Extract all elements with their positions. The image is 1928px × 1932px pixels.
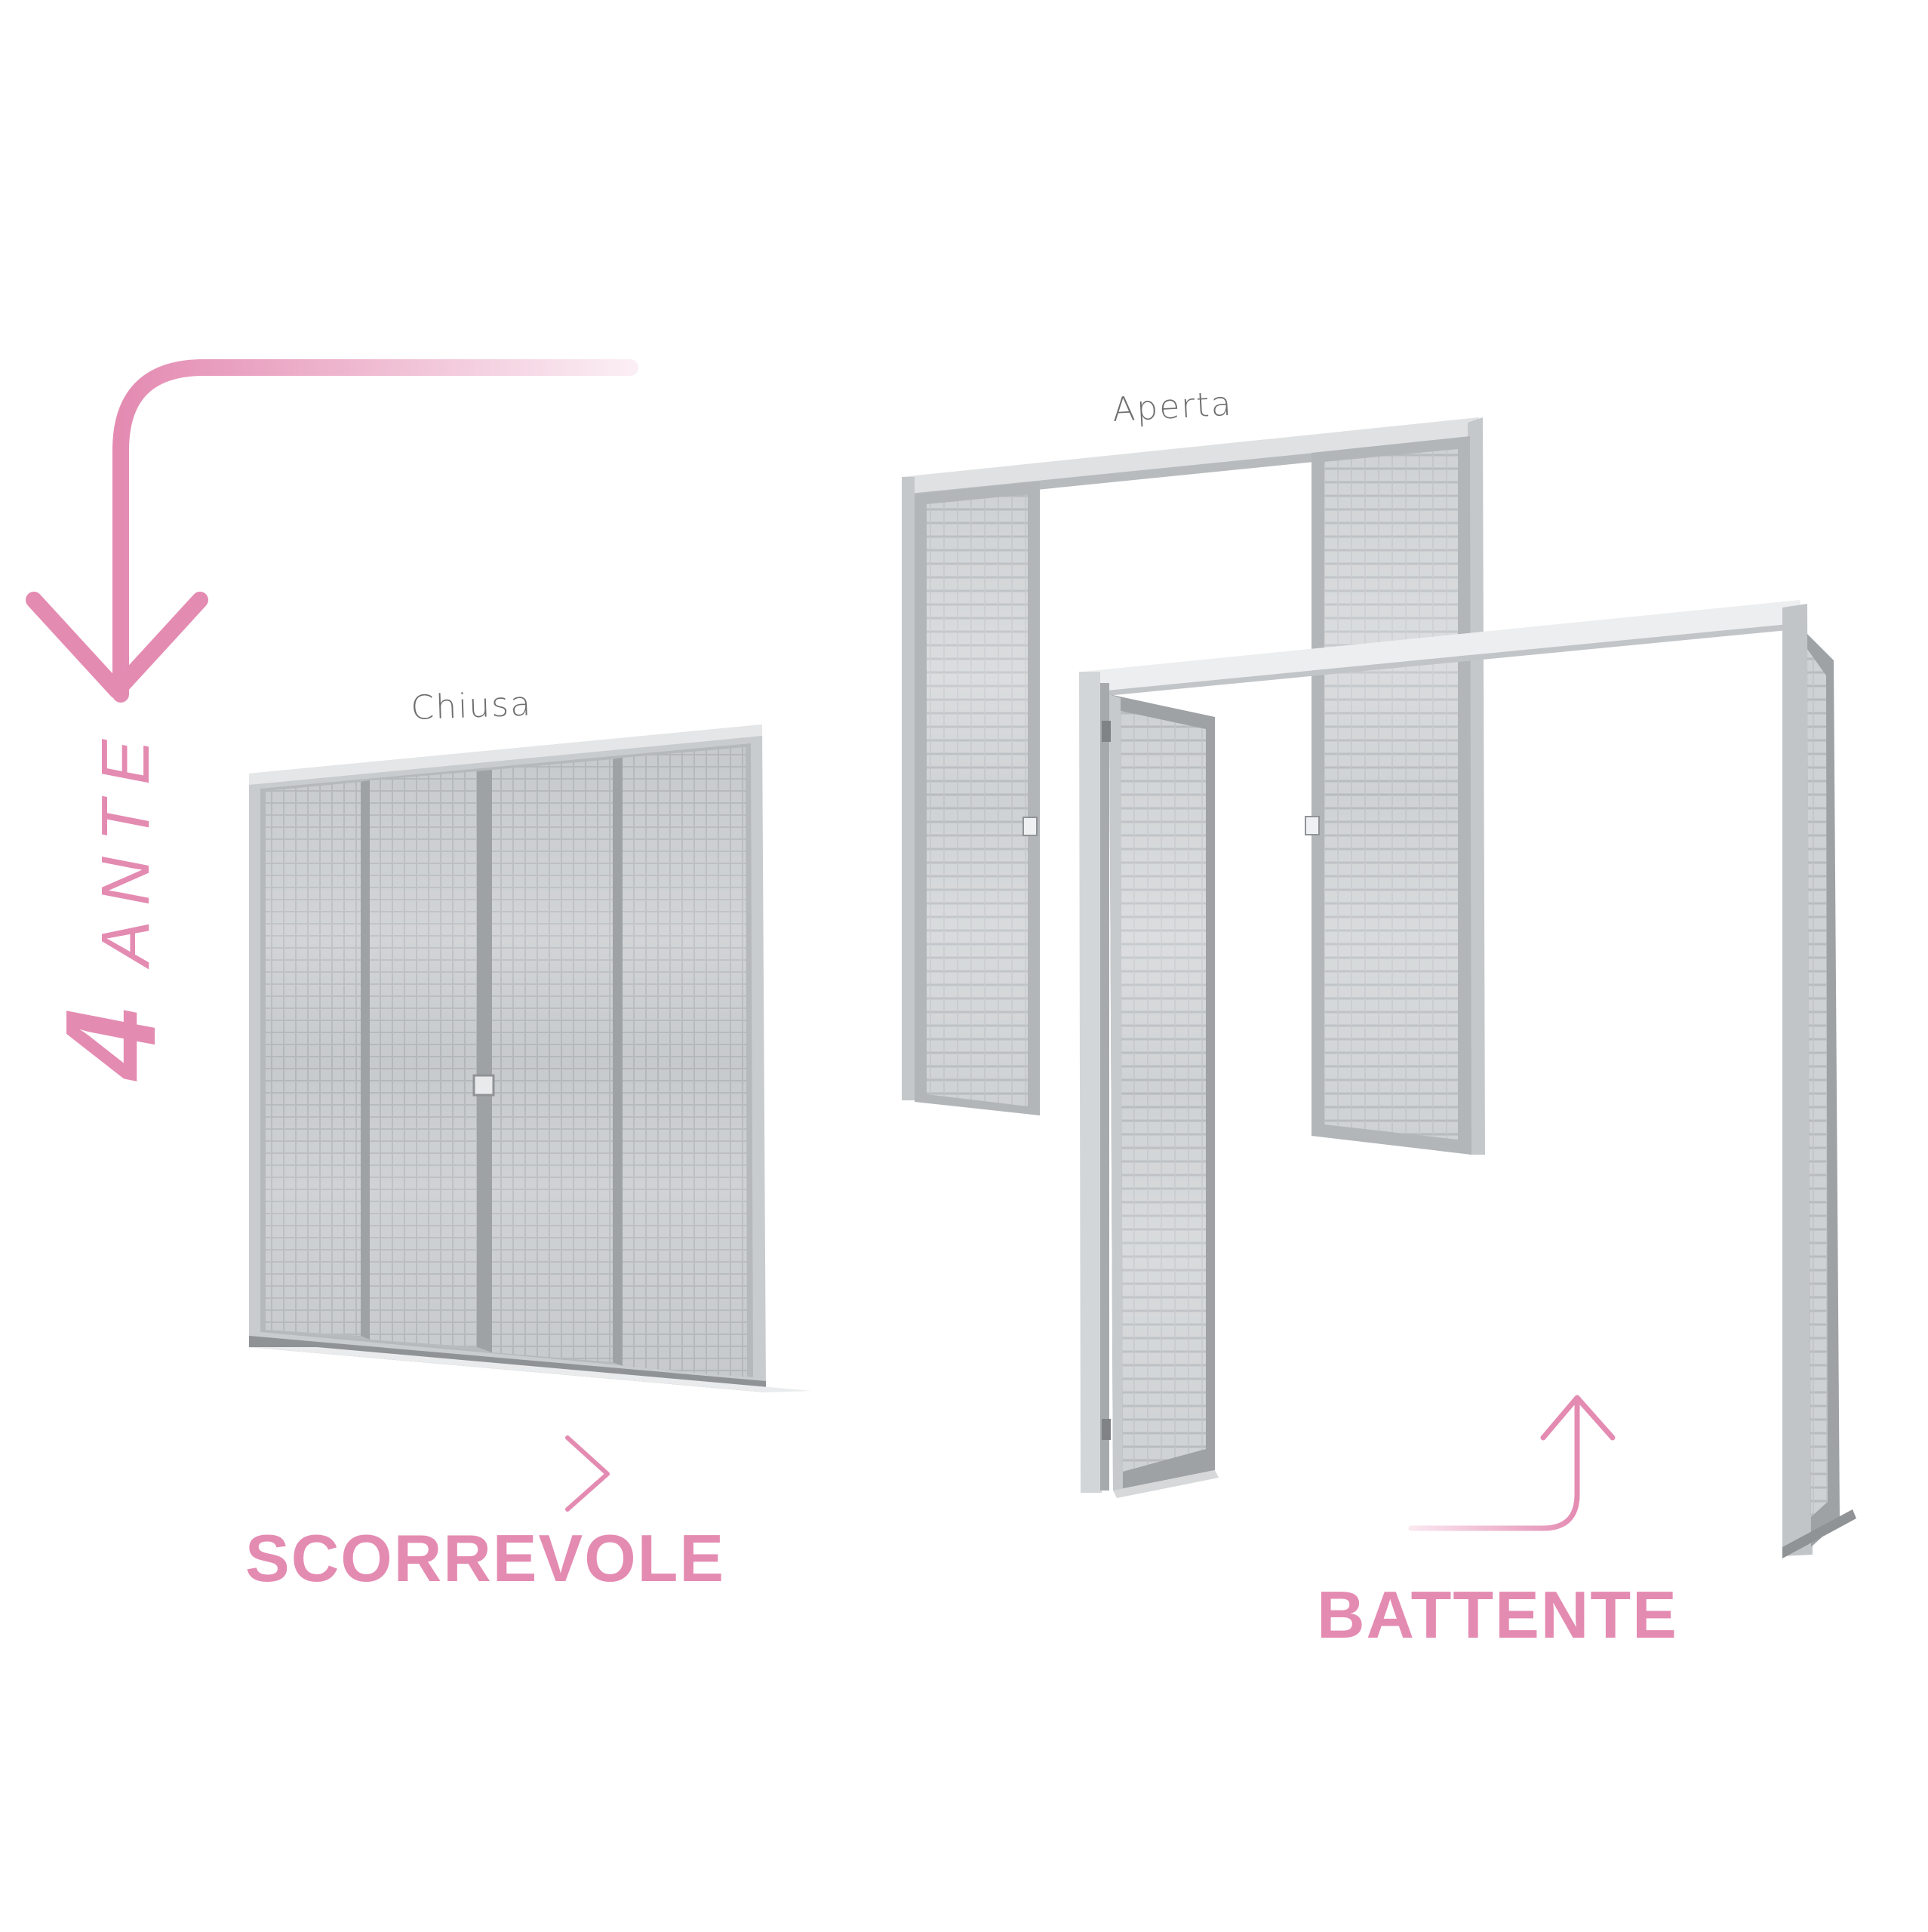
sliding-caption: Chiusa — [411, 685, 533, 728]
right-arrow-icon — [390, 1435, 610, 1512]
panel-count-label: 4 ANTE — [39, 724, 183, 1081]
hinged-type-label: BATTENTE — [1317, 1577, 1678, 1652]
hinged-caption: Aperta — [1112, 385, 1234, 429]
panel-count-number: 4 — [39, 1008, 183, 1081]
up-curved-arrow-icon — [1408, 1395, 1616, 1531]
curved-down-arrow-icon — [26, 359, 638, 703]
panel-count-word: ANTE — [88, 724, 164, 970]
sliding-type-label: SCORREVOLE — [245, 1521, 725, 1595]
hinged-screen-illustration: Aperta — [902, 385, 1856, 1558]
sliding-screen-illustration: Chiusa — [249, 685, 811, 1392]
